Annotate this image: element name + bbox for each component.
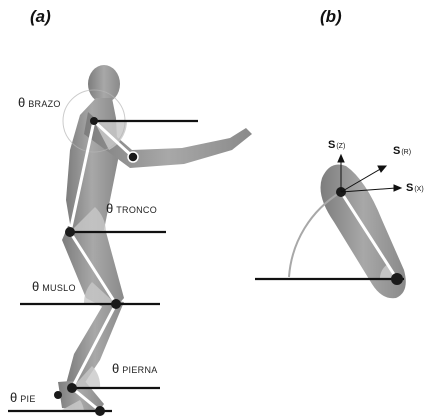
distal-joint bbox=[391, 273, 403, 285]
vector-x-label: S(X) bbox=[406, 182, 424, 194]
segment-detail bbox=[255, 165, 406, 299]
vector-x-arrowhead bbox=[394, 185, 401, 191]
head bbox=[88, 65, 120, 103]
vector-z-arrowhead bbox=[338, 155, 344, 162]
vector-r-label: S(R) bbox=[393, 145, 411, 157]
toe-joint bbox=[95, 406, 105, 416]
knee-joint bbox=[111, 299, 121, 309]
vector-z-label: S(Z) bbox=[328, 139, 345, 151]
ankle-joint bbox=[67, 383, 77, 393]
heel-joint bbox=[54, 391, 62, 399]
panel-a-label: (a) bbox=[30, 7, 51, 26]
panel-b-label: (b) bbox=[320, 7, 342, 26]
elbow-joint bbox=[128, 152, 138, 162]
shoulder-joint bbox=[90, 117, 98, 125]
hip-joint bbox=[65, 227, 75, 237]
vector-r-arrowhead bbox=[378, 166, 386, 172]
